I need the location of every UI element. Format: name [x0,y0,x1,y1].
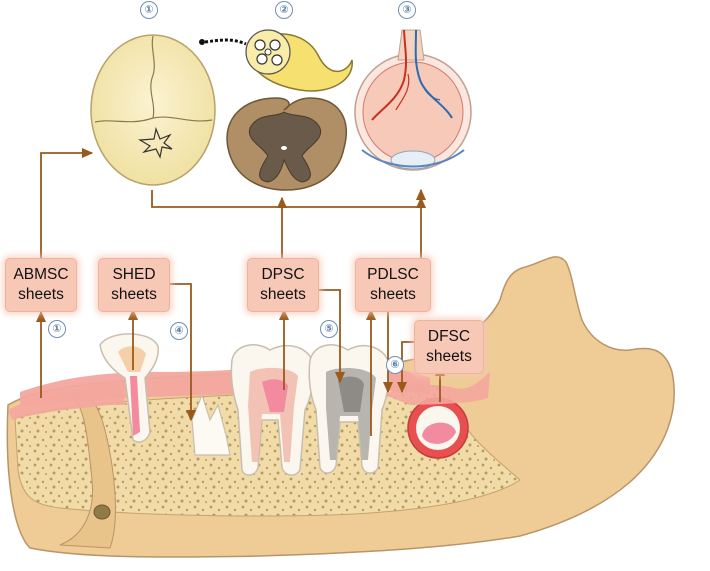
marker-eye: ③ [398,1,416,19]
dfsc-sheets-box: DFSC sheets [414,320,484,374]
marker-pdlsc: ⑥ [386,356,404,374]
dfsc-label: DFSC [427,328,471,345]
marker-nerve: ② [275,1,293,19]
eyeball-icon [354,29,472,171]
nerve-icon [199,29,353,92]
dfsc-sheets-label: sheets [426,348,472,365]
arrow-dfsc-to-tooth [396,341,416,394]
skull-icon [90,34,216,186]
marker-dpsc: ⑤ [320,320,338,338]
pdlsc-sheets-box: PDLSC sheets [355,258,431,312]
arrows [35,147,446,436]
abmsc-sheets-box: ABMSC sheets [5,258,77,312]
dpsc-sheets-label: sheets [260,286,306,303]
arrow-dpsc-to-molar [316,289,346,384]
dpsc-label: DPSC [261,266,305,283]
shed-label: SHED [112,266,156,283]
marker-abmsc: ① [48,320,66,338]
marker-skull: ① [140,1,158,19]
pdlsc-sheets-label: sheets [370,286,416,303]
shed-sheets-label: sheets [111,286,157,303]
arrow-abmsc-to-skull [40,147,94,258]
arrow-shed-to-socket [170,283,197,422]
abmsc-label: ABMSC [13,266,69,283]
pdlsc-label: PDLSC [367,266,419,283]
spinal-cord-icon [226,97,347,191]
marker-shed: ④ [170,322,188,340]
dpsc-sheets-box: DPSC sheets [247,258,319,312]
jaw-icon [6,256,675,558]
shed-sheets-box: SHED sheets [98,258,170,312]
abmsc-sheets-label: sheets [18,286,64,303]
bracket-targets [151,190,422,208]
